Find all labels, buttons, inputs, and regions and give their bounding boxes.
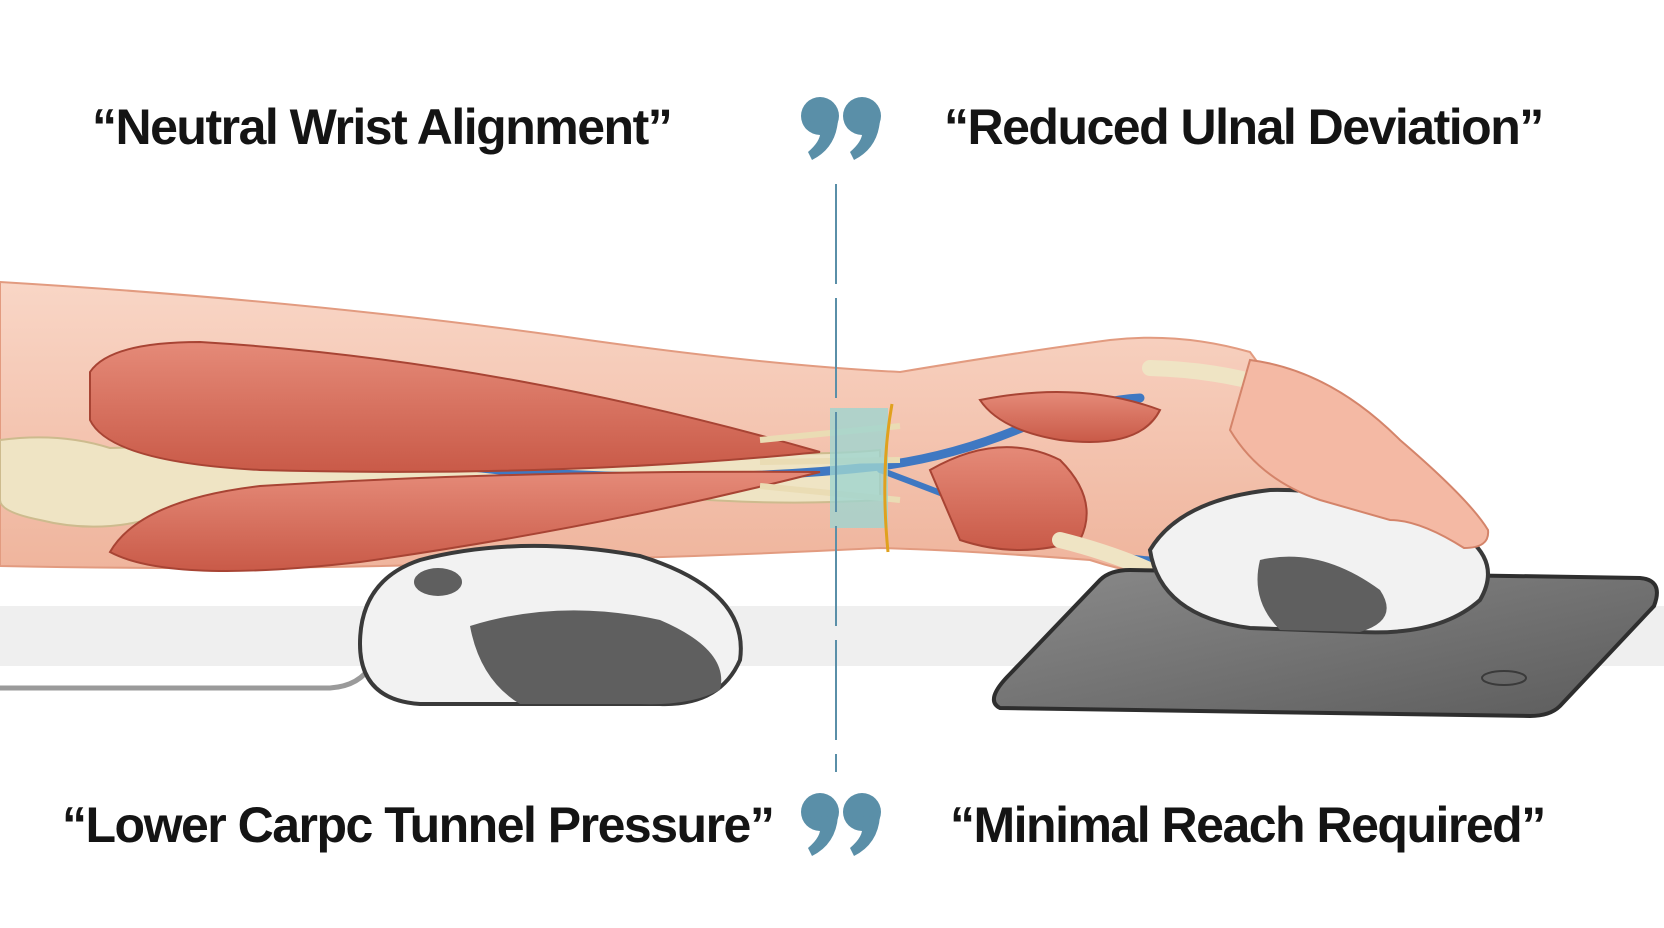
flexor-muscle-lower [108,470,821,572]
carpal-tunnel-edge [883,403,894,553]
caption-neutral-wrist-alignment: “Neutral Wrist Alignment” [92,99,673,155]
mouse-cable [0,662,375,691]
caption-reduced-ulnal-deviation: “Reduced Ulnal Deviation” [944,99,1544,155]
closing-quote-icon [801,97,881,160]
mouse-right [1147,487,1490,635]
caption-lower-carpal-tunnel-pressure: “Lower Carpc Tunnel Pressure” [62,797,775,853]
thenar-muscle [928,446,1088,551]
mousepad [991,567,1659,719]
carpal-tunnel-ligament [830,408,888,528]
caption-minimal-reach-required: “Minimal Reach Required” [950,797,1546,853]
palm-muscle [978,391,1162,443]
mouse-left [357,543,743,707]
flexor-muscle-upper [89,340,821,473]
closing-quote-icon [801,793,881,856]
mousepad-logo [1481,670,1527,686]
fingers [1228,358,1490,550]
